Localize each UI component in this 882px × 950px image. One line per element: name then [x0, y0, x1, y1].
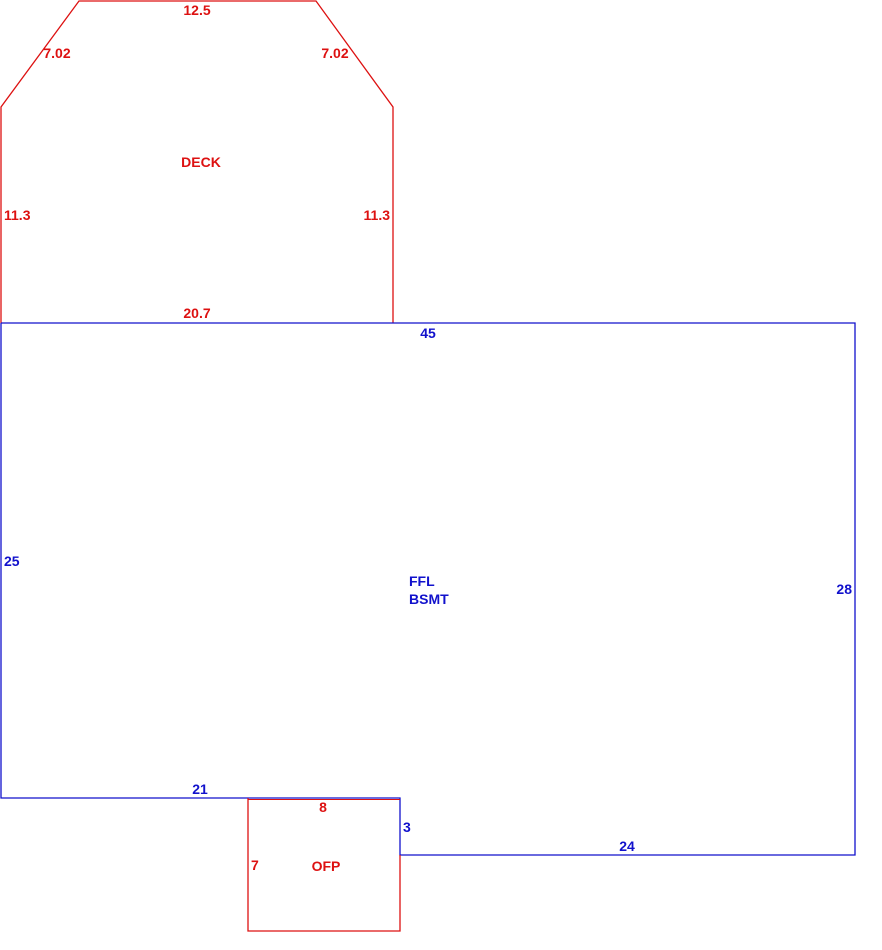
- deck-top-dimension: 12.5: [183, 2, 210, 18]
- main-step-dimension: 3: [403, 819, 411, 835]
- deck-outline: [0, 0, 394, 323]
- deck-right-diagonal-dimension: 7.02: [321, 45, 348, 61]
- porch-outline: [247, 798, 401, 932]
- porch-area-label: OFP: [312, 858, 341, 874]
- deck-right-dimension: 11.3: [364, 207, 391, 223]
- deck-left-diagonal-dimension: 7.02: [43, 45, 70, 61]
- main-area-label-line1: FFL: [409, 573, 435, 589]
- main-bottom-right-dimension: 24: [619, 838, 635, 854]
- main-area-label-line2: BSMT: [409, 591, 449, 607]
- deck-bottom-dimension: 20.7: [183, 305, 210, 321]
- porch-top-dimension: 8: [319, 799, 327, 815]
- porch-left-dimension: 7: [251, 857, 259, 873]
- main-building-outline: [0, 322, 856, 856]
- main-top-dimension: 45: [420, 325, 436, 341]
- main-left-dimension: 25: [4, 553, 20, 569]
- deck-left-dimension: 11.3: [4, 207, 31, 223]
- main-bottom-left-dimension: 21: [192, 781, 208, 797]
- deck-area-label: DECK: [181, 154, 221, 170]
- main-right-dimension: 28: [836, 581, 852, 597]
